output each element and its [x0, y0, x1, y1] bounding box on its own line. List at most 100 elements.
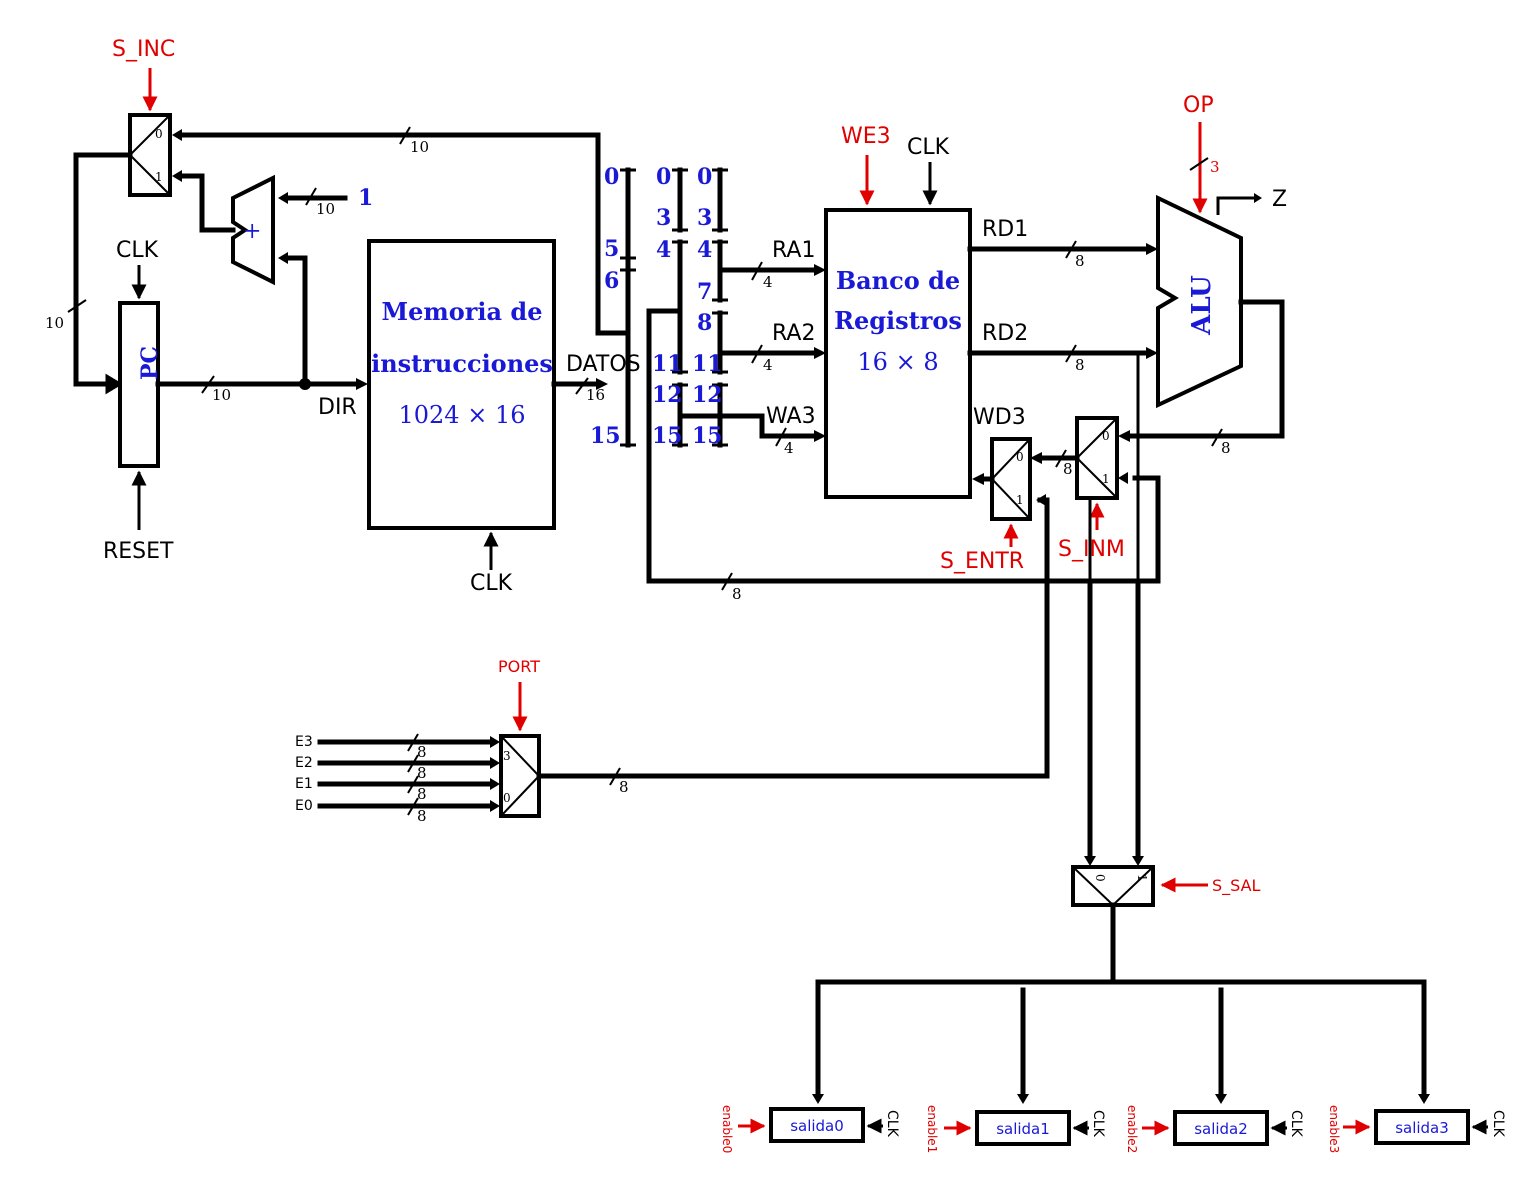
w8-e0: 8: [417, 807, 427, 825]
enable3-label: enable3: [1327, 1105, 1341, 1153]
regs-title-2: Registros: [834, 306, 962, 335]
w8-rd2: 8: [1075, 356, 1085, 374]
f0-15: 15: [590, 423, 621, 449]
w4-ra2: 4: [763, 356, 773, 374]
pc-label: PC: [137, 346, 163, 380]
w8-imm: 8: [732, 585, 742, 603]
alu-to-inm-wire: [1125, 299, 1285, 439]
inc-mux: 0 1: [128, 113, 172, 197]
inm-mux: 0 1: [1075, 416, 1119, 500]
f1-11: 11: [652, 351, 683, 377]
w10-const: 10: [316, 200, 335, 218]
out2-clk-label: CLK: [1288, 1110, 1304, 1138]
dir-label: DIR: [318, 395, 357, 420]
adder-to-mux-wire: [177, 173, 236, 233]
out1-clk-label: CLK: [1090, 1110, 1106, 1138]
regs-title-1: Banco de: [836, 266, 960, 295]
z-label: Z: [1272, 187, 1287, 212]
enable1-label: enable1: [925, 1105, 939, 1153]
mem-size: 1024 × 16: [399, 401, 526, 429]
port-mux-in3: 3: [503, 749, 511, 763]
pc-to-adder-wire: [282, 255, 308, 387]
salida3-label: salida3: [1395, 1119, 1449, 1137]
op-label: OP: [1183, 93, 1214, 118]
field-col0: 0 5 6 15: [590, 164, 636, 449]
w8-e1: 8: [417, 785, 427, 803]
mem-title-2: instrucciones: [371, 349, 553, 378]
e3-label: E3: [295, 734, 313, 750]
w8-rd1: 8: [1075, 252, 1085, 270]
f1-4: 4: [656, 237, 671, 263]
imm-bus-wire: [646, 308, 1161, 584]
f1-15: 15: [652, 423, 683, 449]
pc-register: PC: [118, 301, 163, 468]
w8-e3: 8: [417, 743, 427, 761]
port-to-entr-wire: [536, 497, 1050, 779]
f2-0: 0: [697, 164, 712, 190]
w3-op: 3: [1210, 158, 1220, 176]
entr-mux: 0 1: [990, 437, 1032, 521]
out3-clk-label: CLK: [1490, 1110, 1506, 1138]
w4-wa3: 4: [784, 439, 794, 457]
salida1-label: salida1: [996, 1120, 1050, 1138]
field-col2: 0 3 4 7 8 11 12 15: [692, 164, 728, 449]
port-mux: 3 0: [499, 734, 541, 818]
port-mux-in0: 0: [503, 791, 511, 805]
e2-label: E2: [295, 755, 313, 771]
we3-label: WE3: [841, 124, 891, 149]
regs-size: 16 × 8: [857, 348, 938, 376]
wd3-label: WD3: [973, 405, 1026, 430]
salida0-label: salida0: [790, 1117, 844, 1135]
output-register-2: salida2 enable2 CLK: [1125, 987, 1304, 1153]
e1-label: E1: [295, 776, 313, 792]
rd2-label: RD2: [982, 321, 1028, 346]
mem-clk-label: CLK: [470, 571, 513, 596]
inc-mux-in1: 1: [155, 170, 163, 184]
s-sal-label: S_SAL: [1212, 876, 1261, 896]
f2-12: 12: [692, 382, 723, 408]
f0-top: 0: [604, 164, 619, 190]
ra2-label: RA2: [772, 321, 815, 346]
const-one: 1: [358, 185, 373, 211]
jump-addr-wire: [177, 132, 631, 336]
f1-0: 0: [656, 164, 671, 190]
inc-mux-to-pc-wire: [73, 152, 133, 387]
alu-label: ALU: [1187, 275, 1217, 336]
w10-jump: 10: [410, 138, 429, 156]
f0-5: 5: [604, 236, 619, 262]
register-bank: Banco de Registros 16 × 8: [824, 208, 972, 499]
w16-datos: 16: [586, 386, 605, 404]
wa3-label: WA3: [766, 404, 816, 429]
pc-adder: +: [231, 174, 275, 286]
f1-3: 3: [656, 205, 671, 231]
enable2-label: enable2: [1125, 1105, 1139, 1153]
f2-3: 3: [697, 205, 712, 231]
w4-ra1: 4: [763, 273, 773, 291]
pc-input-arrow: [105, 373, 123, 395]
w8-alu: 8: [1221, 439, 1231, 457]
output-register-0: salida0 enable0 CLK: [720, 979, 900, 1153]
w10-pc-in: 10: [45, 314, 64, 332]
port-inputs: E3 8 E2 8 E1 8 E0 8: [295, 733, 500, 825]
port-label: PORT: [498, 657, 540, 676]
sal-mux: 0 1: [1071, 865, 1155, 907]
regs-clk-label: CLK: [907, 135, 950, 160]
adder-symbol: +: [243, 219, 261, 244]
inc-mux-in0: 0: [155, 127, 163, 141]
entr-mux-in0: 0: [1016, 450, 1024, 464]
sal-mux-in0: 0: [1093, 874, 1107, 882]
output-register-1: salida1 enable1 CLK: [925, 987, 1106, 1153]
w8-inm: 8: [1063, 460, 1073, 478]
wa3-wire: [677, 413, 818, 439]
rd1-label: RD1: [982, 217, 1028, 242]
f2-8: 8: [697, 310, 712, 336]
salida2-label: salida2: [1194, 1120, 1248, 1138]
s-inc-label: S_INC: [112, 37, 175, 62]
w10-pc-out: 10: [212, 386, 231, 404]
f2-4: 4: [697, 237, 712, 263]
out0-clk-label: CLK: [884, 1110, 900, 1138]
field-col1: 0 3 4 11 12 15: [652, 164, 688, 449]
entr-mux-in1: 1: [1016, 493, 1024, 507]
ra1-label: RA1: [772, 238, 815, 263]
f2-7: 7: [697, 279, 712, 305]
